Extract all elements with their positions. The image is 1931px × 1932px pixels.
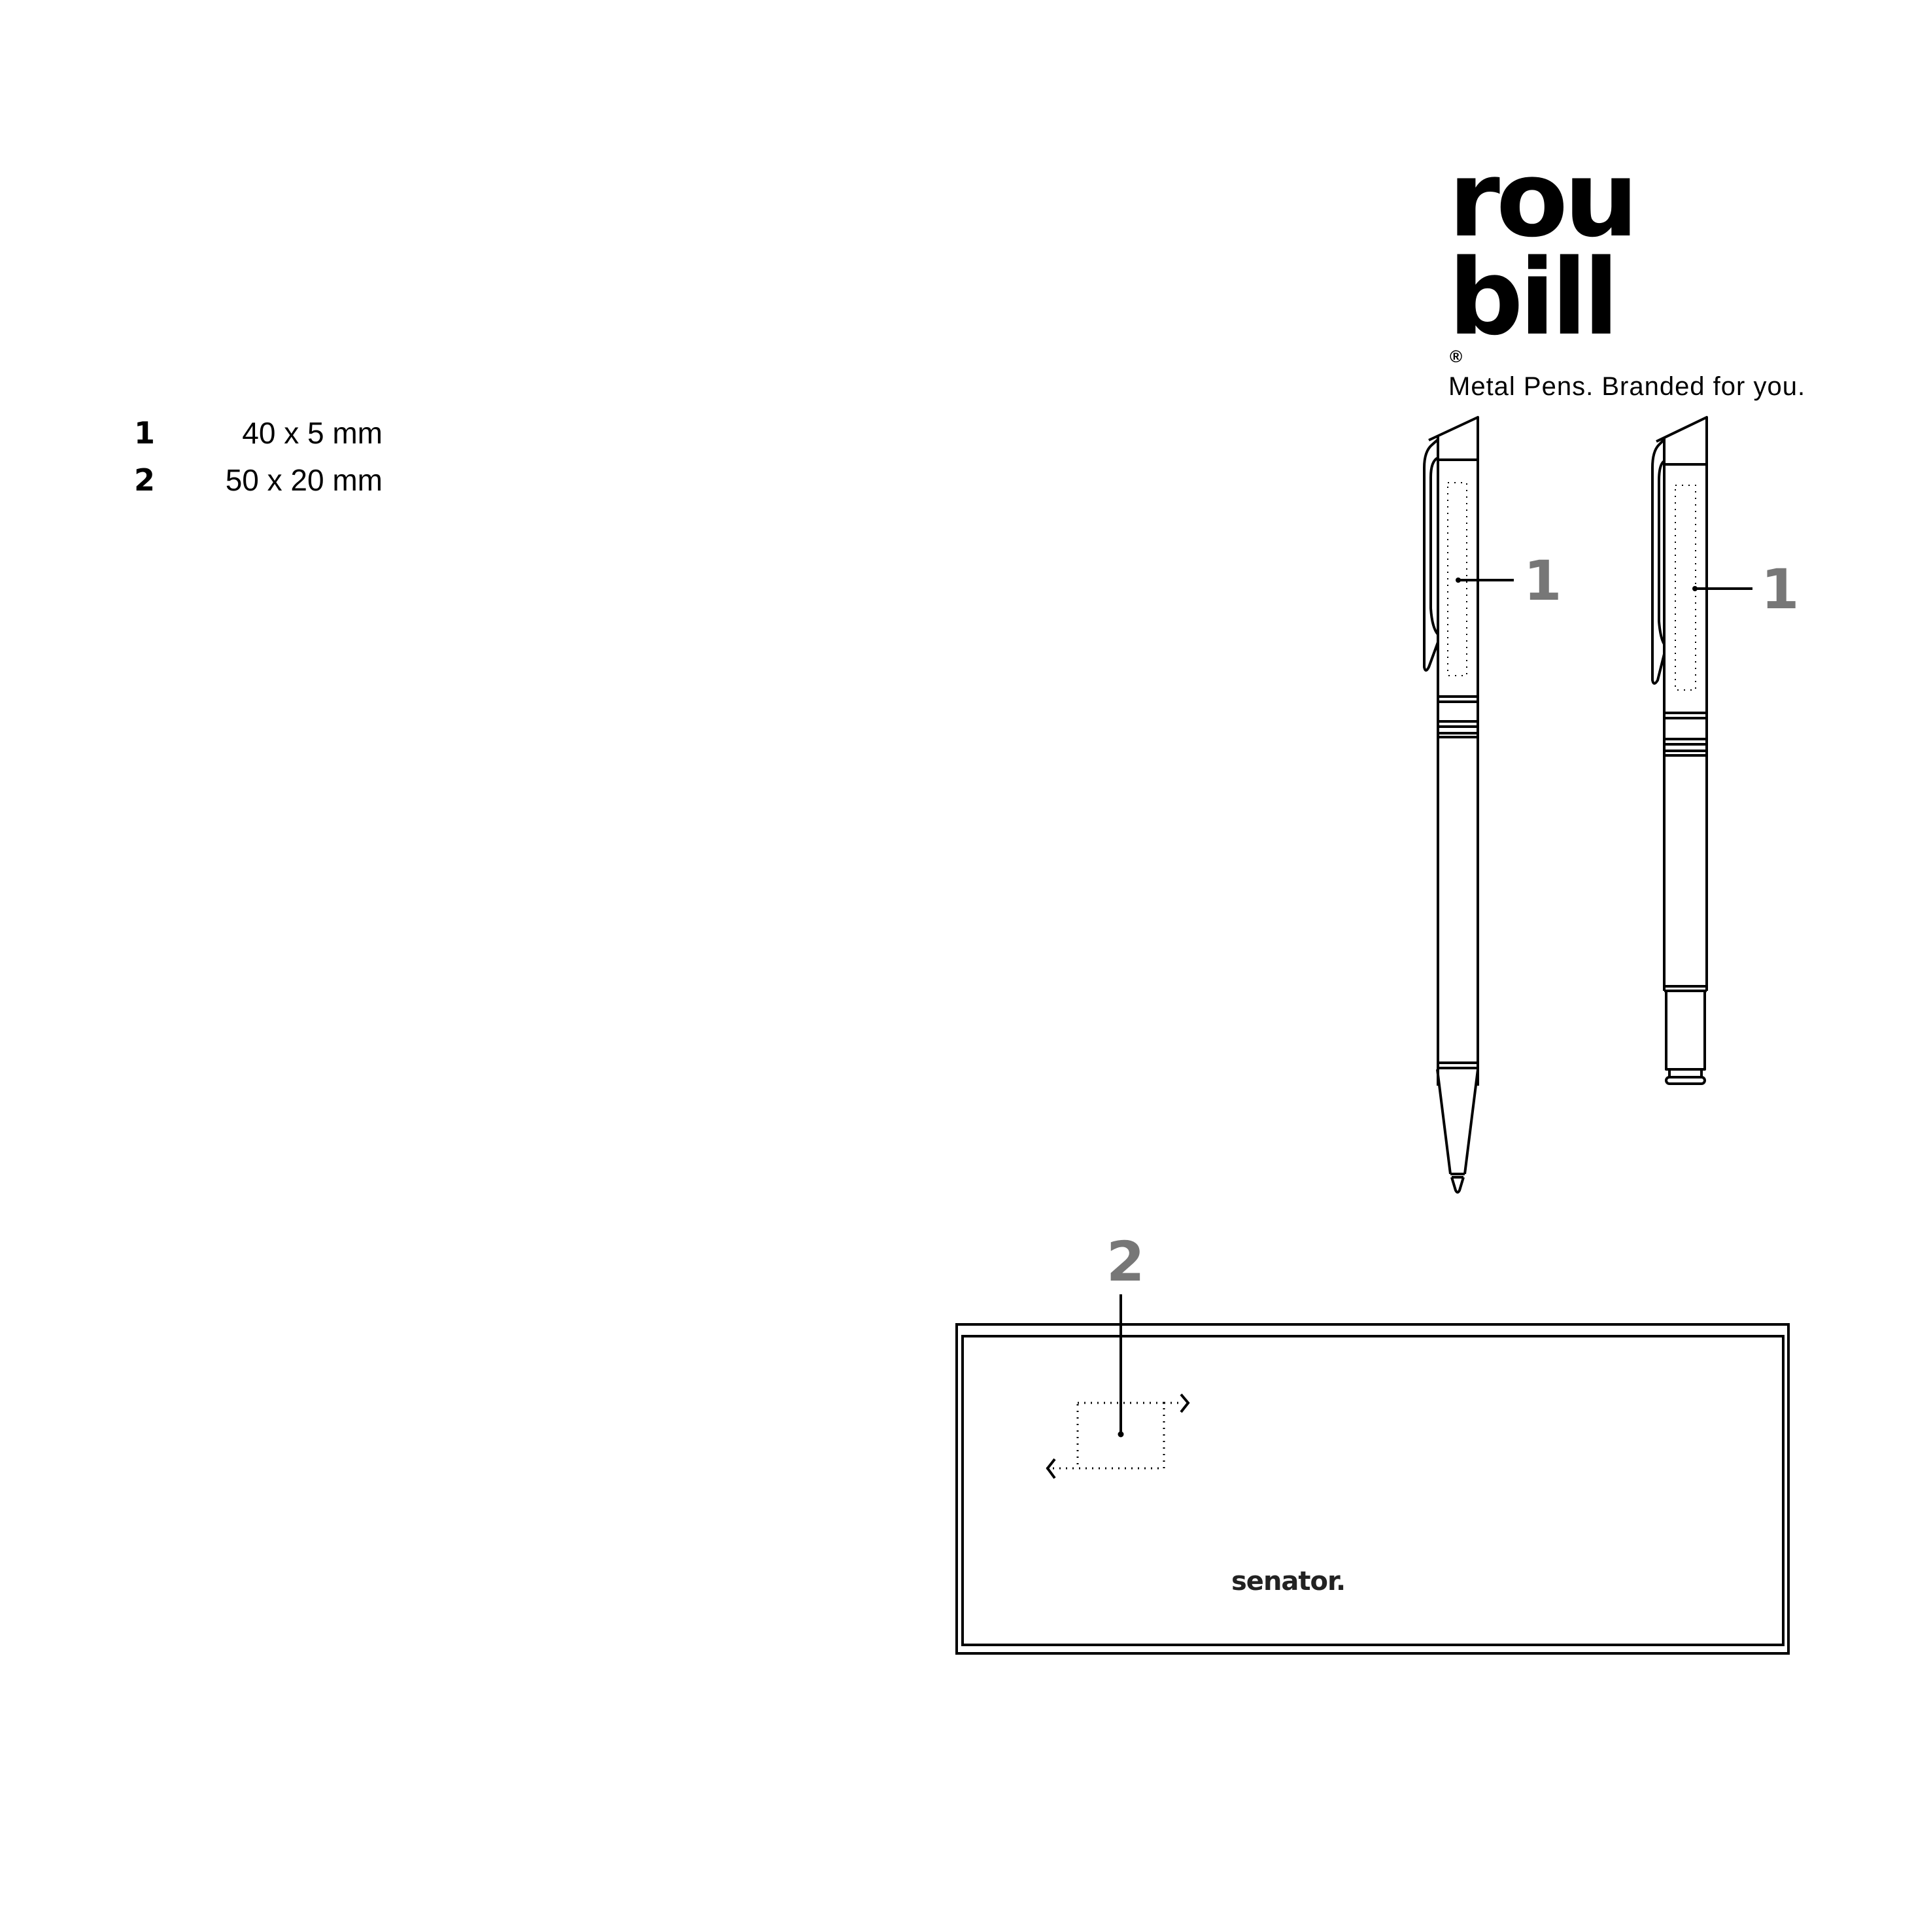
brand-name: rou bill (1448, 138, 1639, 358)
callout-1-right: 1 (1692, 557, 1799, 621)
callout-number: 1 (1761, 557, 1799, 621)
spec-number: 1 (134, 415, 156, 451)
callout-1-left: 1 (1456, 549, 1562, 613)
ballpoint-pen-drawing (1423, 416, 1479, 1194)
spec-size: 50 x 20 mm (225, 463, 383, 497)
spec-row: 2 50 x 20 mm (134, 462, 383, 509)
spec-number: 2 (134, 462, 156, 498)
callout-number: 1 (1524, 549, 1562, 613)
brand-logo: rou bill® Metal Pens. Branded for you. (1448, 138, 1815, 402)
spec-row: 1 40 x 5 mm (134, 415, 383, 462)
registered-mark: ® (1450, 347, 1463, 366)
senator-logo: senator. (1231, 1566, 1345, 1596)
callout-number-2: 2 (1106, 1230, 1144, 1294)
rollerball-pen-drawing (1651, 416, 1708, 1085)
brand-tagline: Metal Pens. Branded for you. (1448, 372, 1806, 401)
spec-size: 40 x 5 mm (242, 416, 383, 450)
print-area-spec-list: 1 40 x 5 mm 2 50 x 20 mm (134, 415, 383, 509)
gift-box-drawing (955, 1294, 1790, 1655)
